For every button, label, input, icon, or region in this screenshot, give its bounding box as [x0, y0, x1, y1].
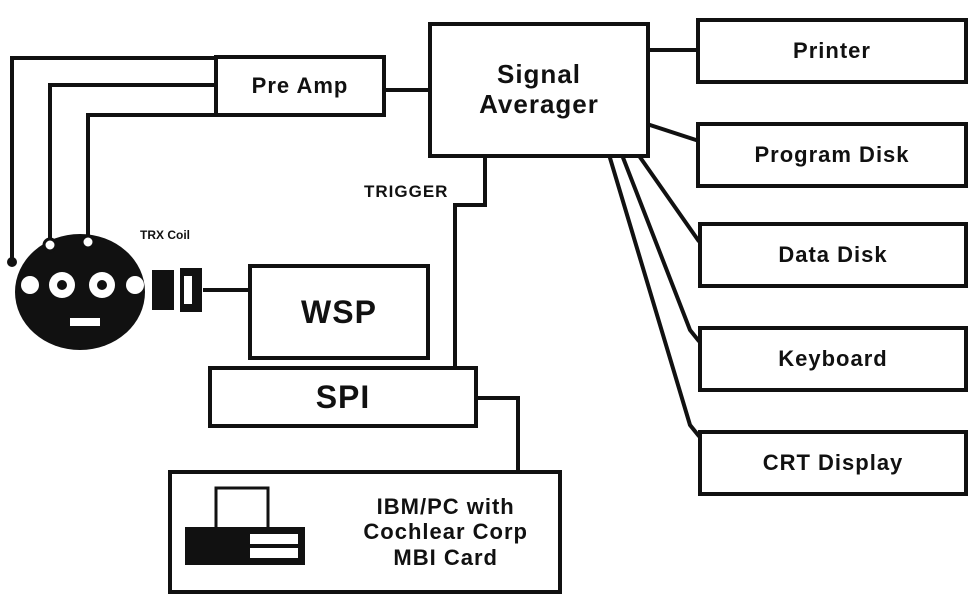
ibm-pc-block: IBM/PC with Cochlear Corp MBI Card [168, 470, 562, 594]
signal-averager-label: Signal Averager [479, 59, 599, 119]
wsp-block: WSP [248, 264, 430, 360]
crt-display-block: CRT Display [698, 430, 968, 496]
electrode-wire-2 [48, 83, 216, 247]
averager-to-keyboard-wire [619, 152, 701, 343]
spi-label: SPI [315, 378, 371, 415]
signal-averager-block: Signal Averager [428, 22, 650, 158]
pre-amp-label: Pre Amp [251, 73, 349, 98]
electrode-wire-1 [10, 56, 216, 264]
wsp-label: WSP [301, 293, 377, 330]
computer-icon [185, 486, 305, 565]
trigger-label: TRIGGER [364, 182, 449, 201]
head-icon [7, 234, 145, 350]
printer-block: Printer [696, 18, 968, 84]
data-disk-label: Data Disk [778, 242, 888, 267]
trx-coil-icon [152, 268, 202, 312]
data-disk-block: Data Disk [698, 222, 968, 288]
electrode-wire-3 [86, 113, 216, 242]
pre-amp-block: Pre Amp [214, 55, 386, 117]
averager-to-crt-wire [607, 155, 701, 438]
keyboard-block: Keyboard [698, 326, 968, 392]
averager-to-program-disk-wire [647, 122, 699, 143]
trx-coil-label: TRX Coil [140, 228, 190, 242]
crt-display-label: CRT Display [762, 450, 904, 475]
spi-block: SPI [208, 366, 478, 428]
program-disk-label: Program Disk [754, 142, 910, 167]
averager-to-data-disk-wire [632, 147, 701, 243]
ibm-pc-label: IBM/PC with Cochlear Corp MBI Card [363, 494, 528, 570]
spi-to-ibm-wire [476, 396, 520, 472]
printer-label: Printer [793, 38, 871, 63]
trigger-wire [453, 153, 487, 367]
program-disk-block: Program Disk [696, 122, 968, 188]
keyboard-label: Keyboard [778, 346, 888, 371]
